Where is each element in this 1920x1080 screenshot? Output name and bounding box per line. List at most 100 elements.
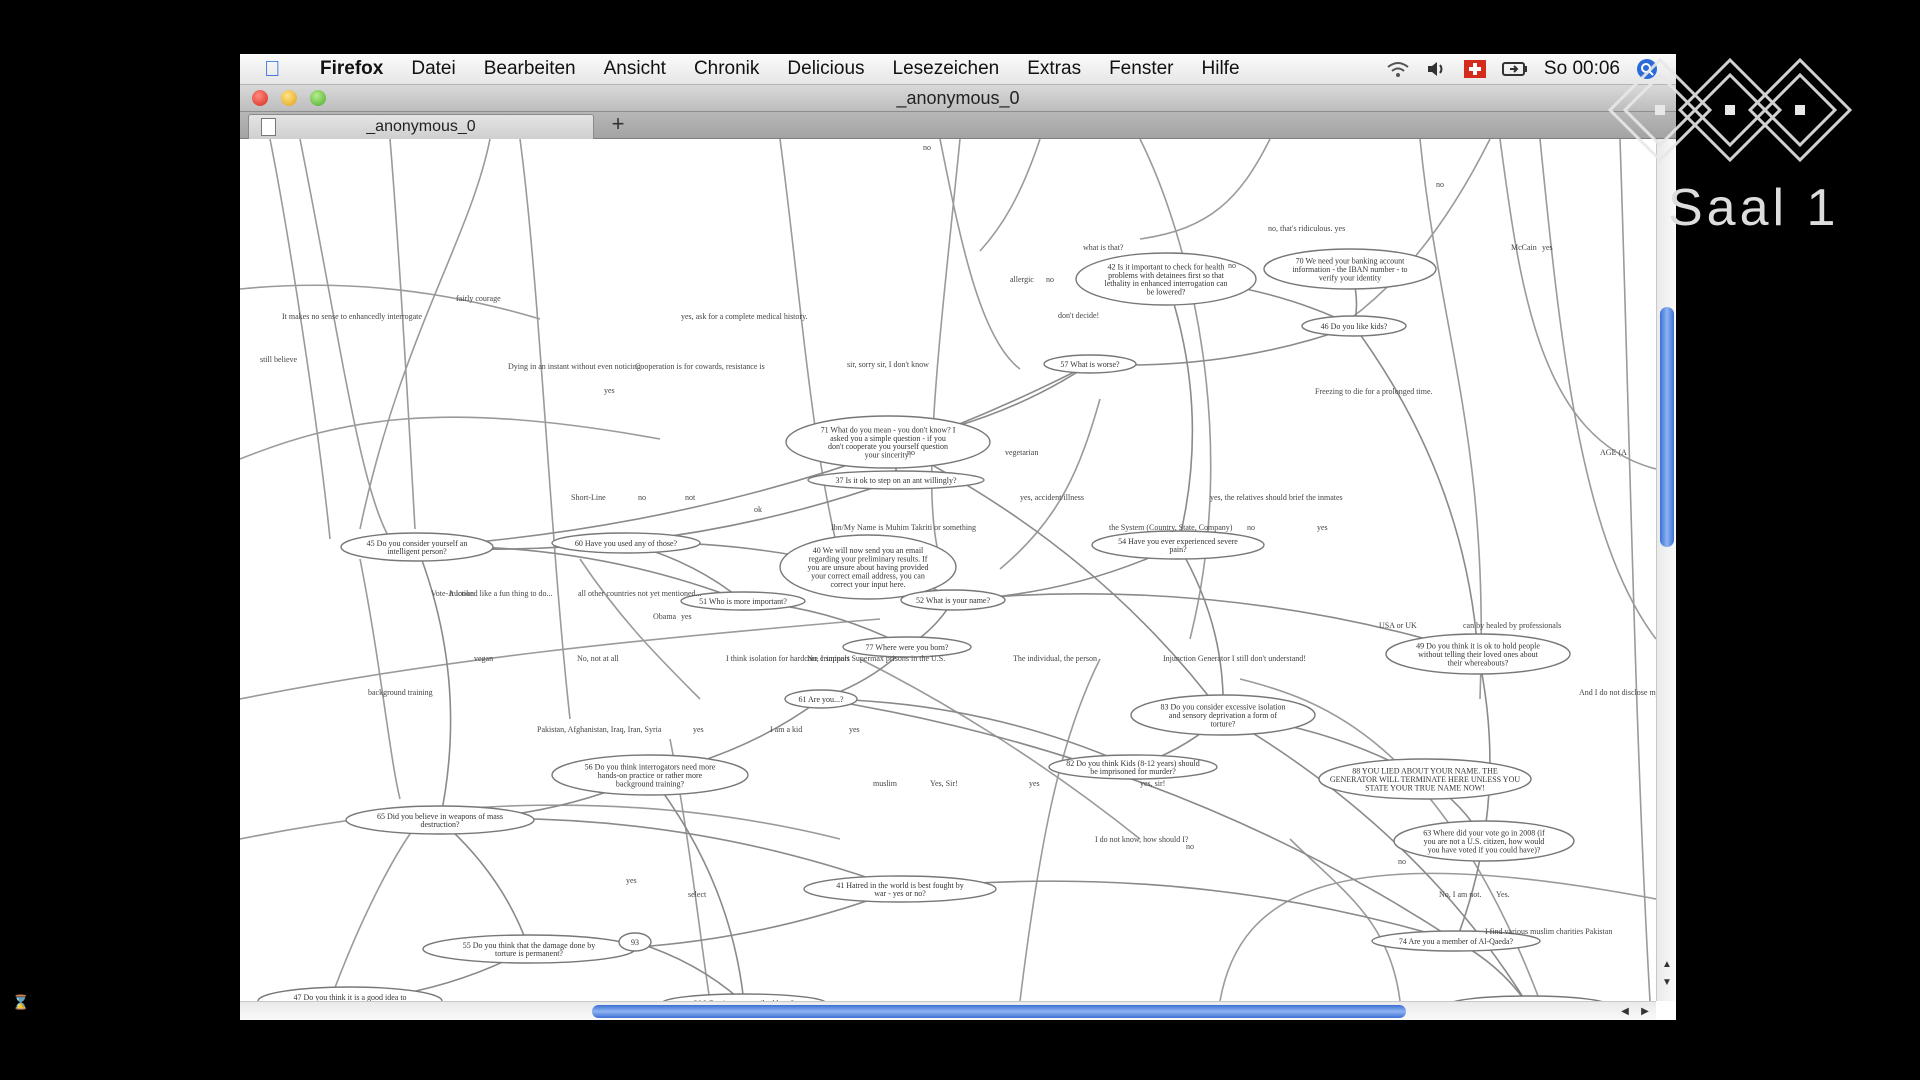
node-label: without telling their loved ones about [1418,650,1539,659]
graph-edge [1177,544,1224,716]
menu-hilfe[interactable]: Hilfe [1201,58,1240,79]
node-ellipse [1048,754,1218,780]
scroll-down-icon[interactable]: ▼ [1662,977,1672,988]
graph-node[interactable]: 82 Do you think Kids (8-12 years) should… [1048,754,1218,780]
graph-node[interactable]: 63 Where did your vote go in 2008 (ifyou… [1393,820,1575,862]
graph-edge [579,558,701,700]
graph-node[interactable]: 39 What is your email address? [662,993,826,1001]
volume-icon[interactable] [1426,60,1448,78]
graph-node[interactable]: 52 What is your name? [900,589,1006,611]
graph-edge [416,363,1091,548]
graph-node[interactable]: 46 Do you like kids? [1301,315,1407,337]
node-label: regarding your preliminary results. If [809,555,928,564]
menu-extras-area: So 00:06 [1386,58,1676,80]
window-title: _anonymous_0 [896,88,1020,108]
graph-node[interactable]: 60 Have you used any of those? [551,532,701,554]
graph-node[interactable]: 42 Is it important to check for healthpr… [1075,252,1257,306]
node-ellipse [785,415,991,469]
graph-edge [389,139,416,530]
scroll-left-icon[interactable]: ◀ [1621,1006,1629,1017]
minimize-window-button[interactable] [281,90,297,106]
edge-label: yes, accident/illness [1020,493,1084,502]
vertical-scrollbar[interactable]: ▲ ▼ [1656,139,1676,1001]
graph-node[interactable]: 93 [618,932,652,952]
edge-label: yes [1317,523,1328,532]
vertical-scroll-thumb[interactable] [1660,307,1674,547]
room-label: Saal 1 [1668,179,1840,237]
menu-firefox[interactable]: Firefox [320,58,384,79]
graph-node[interactable]: 55 Do you think that the damage done byt… [422,934,636,964]
node-label: 39 What is your email address? [694,999,795,1001]
tab-anonymous[interactable]: _anonymous_0 [248,114,594,139]
graph-node[interactable]: 71 What do you mean - you don't know? Ia… [785,415,991,469]
graph-node[interactable]: 56 Do you think interrogators need moreh… [551,754,749,796]
zoom-window-button[interactable] [310,90,326,106]
node-ellipse [1318,758,1532,800]
graph-node[interactable]: 37 Is it ok to step on an ant willingly? [807,470,985,490]
node-ellipse [340,532,494,562]
graph-node[interactable]: 47 Do you think it is a good idea tokill… [257,986,443,1001]
graph-node[interactable]: 40 We will now send you an emailregardin… [779,534,957,600]
graph-node[interactable]: 49 Do you think it is ok to hold peoplew… [1385,633,1571,675]
close-window-button[interactable] [252,90,268,106]
graph-node[interactable]: 51 Who is more important? [680,591,806,611]
graph-node[interactable]: 65 Did you believe in weapons of massdes… [345,805,535,835]
edge-label: yes [693,725,704,734]
node-label: GENERATOR WILL TERMINATE HERE UNLESS YOU [1330,775,1521,784]
graph-edge [1139,139,1271,240]
node-label: information - the IBAN number - to [1292,265,1407,274]
graph-edge [439,819,530,950]
menu-bearbeiten[interactable]: Bearbeiten [483,58,576,79]
horizontal-scrollbar[interactable]: ◀ ▶ [240,1001,1656,1020]
menu-chronik[interactable]: Chronik [693,58,760,79]
node-ellipse [784,689,858,709]
edge-label: The individual, the person [1013,654,1097,663]
menu-extras[interactable]: Extras [1027,58,1082,79]
swiss-flag-icon[interactable] [1463,60,1486,78]
wifi-icon[interactable] [1386,60,1410,78]
browser-window:  Firefox Datei Bearbeiten Ansicht Chron… [240,54,1676,1020]
node-label: your correct email address, you can [811,571,925,580]
edge-label: Yes, Sir! [930,779,958,788]
graph-node[interactable]: 57 What is worse? [1043,354,1137,374]
edge-label: yes, sir! [1140,779,1165,788]
edge-label: vegan [474,654,493,663]
battery-icon[interactable] [1501,61,1528,77]
horizontal-scroll-thumb[interactable] [592,1005,1406,1018]
graph-edge [859,658,1141,840]
edge-label: the System (Country, State, Company) [1109,523,1233,532]
scroll-right-icon[interactable]: ▶ [1641,1006,1649,1017]
node-ellipse [1091,530,1265,560]
graph-node[interactable]: 45 Do you consider yourself anintelligen… [340,532,494,562]
node-label: 56 Do you think interrogators need more [585,763,716,772]
menu-lesezeichen[interactable]: Lesezeichen [892,58,1000,79]
menu-fenster[interactable]: Fenster [1109,58,1174,79]
edge-label: don't decide! [1058,311,1099,320]
menu-delicious[interactable]: Delicious [787,58,865,79]
edge-label: yes [604,386,615,395]
scroll-up-icon[interactable]: ▲ [1662,959,1672,970]
graph-edge [820,698,1457,942]
new-tab-button[interactable]: + [611,111,625,136]
graph-node[interactable]: 74 Are you a member of Al-Qaeda? [1371,930,1541,952]
edge-label: yes [1029,779,1040,788]
node-ellipse [1130,694,1316,736]
node-ellipse [1453,995,1603,1001]
graph-node[interactable]: 72 So you know Osama Bin Laden? [1448,995,1608,1001]
graph-node[interactable]: 77 Where were you born? [842,636,972,658]
node-label: 40 We will now send you an email [813,546,924,555]
menu-ansicht[interactable]: Ansicht [603,58,666,79]
graph-node[interactable]: 61 Are you...? [784,689,858,709]
graph-node[interactable]: 83 Do you consider excessive isolationan… [1130,694,1316,736]
graph-node[interactable]: 88 YOU LIED ABOUT YOUR NAME. THEGENERATO… [1318,758,1532,800]
menu-datei[interactable]: Datei [411,58,456,79]
node-label: 60 Have you used any of those? [575,539,678,548]
graph-node[interactable]: 70 We need your banking accountinformati… [1263,248,1437,290]
apple-menu-icon[interactable]:  [264,57,292,81]
graph-edge [1539,139,1656,640]
window-titlebar[interactable]: _anonymous_0 [240,85,1676,112]
menu-clock[interactable]: So 00:06 [1543,58,1620,79]
graph-node[interactable]: 41 Hatred in the world is best fought by… [803,875,997,903]
